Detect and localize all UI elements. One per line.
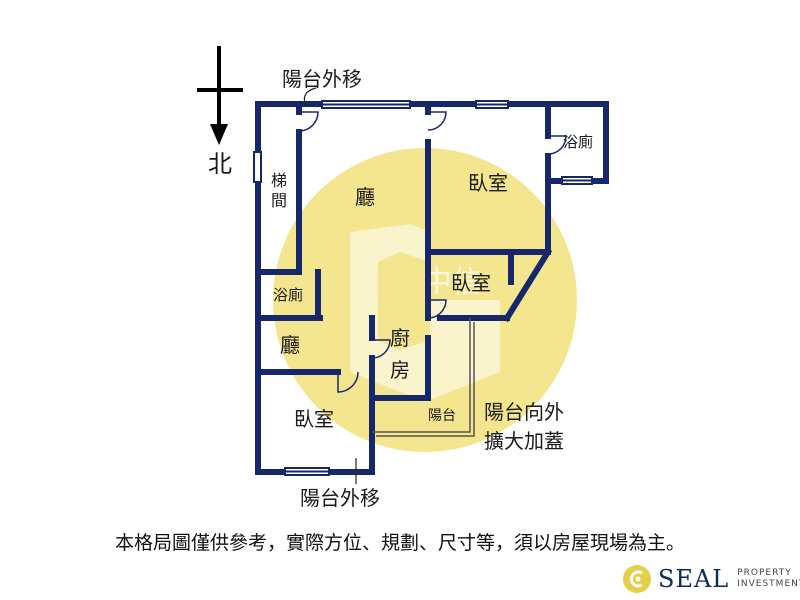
room-label-bedroom-ne: 臥室 bbox=[468, 171, 508, 195]
brand-name: SEAL bbox=[658, 565, 730, 593]
room-label-balcony: 陽台 bbox=[428, 408, 456, 424]
room-label-kitchen-2: 房 bbox=[390, 358, 410, 382]
windows bbox=[253, 100, 593, 476]
watermark-text: 中信 bbox=[422, 265, 482, 300]
room-label-living-main: 廳 bbox=[355, 185, 375, 209]
annotation-leaders bbox=[303, 87, 357, 484]
annotation-top-balcony: 陽台外移 bbox=[282, 67, 362, 91]
brand-subtitle: PROPERTY INVESTMENT bbox=[737, 568, 800, 590]
room-label-living-w: 廳 bbox=[280, 333, 300, 357]
room-label-bath-ne: 浴廁 bbox=[563, 133, 593, 151]
room-label-bath-w: 浴廁 bbox=[273, 286, 303, 304]
seal-logo-icon bbox=[623, 565, 651, 593]
room-label-stair-2: 間 bbox=[271, 191, 287, 210]
brand-sub-1: PROPERTY bbox=[737, 568, 792, 578]
balcony-extension-outline bbox=[372, 318, 475, 437]
compass-label: 北 bbox=[208, 150, 232, 178]
room-label-stair-1: 梯 bbox=[271, 171, 287, 190]
disclaimer-text: 本格局圖僅供參考，實際方位、規劃、尺寸等，須以房屋現場為主。 bbox=[114, 532, 685, 554]
room-label-bedroom-mid: 臥室 bbox=[451, 271, 491, 295]
room-label-kitchen-1: 廚 bbox=[390, 326, 410, 350]
annotation-extend-2: 擴大加蓋 bbox=[484, 429, 564, 453]
annotation-extend-1: 陽台向外 bbox=[484, 400, 564, 424]
watermark-hexagon-logo bbox=[350, 224, 500, 402]
brand-logo: SEAL PROPERTY INVESTMENT bbox=[622, 562, 800, 596]
annotation-bottom-balcony: 陽台外移 bbox=[300, 486, 380, 510]
room-label-bedroom-sw: 臥室 bbox=[294, 407, 334, 431]
north-compass: 北 bbox=[197, 46, 243, 178]
brand-sub-2: INVESTMENT bbox=[737, 579, 800, 589]
doors bbox=[298, 111, 567, 393]
